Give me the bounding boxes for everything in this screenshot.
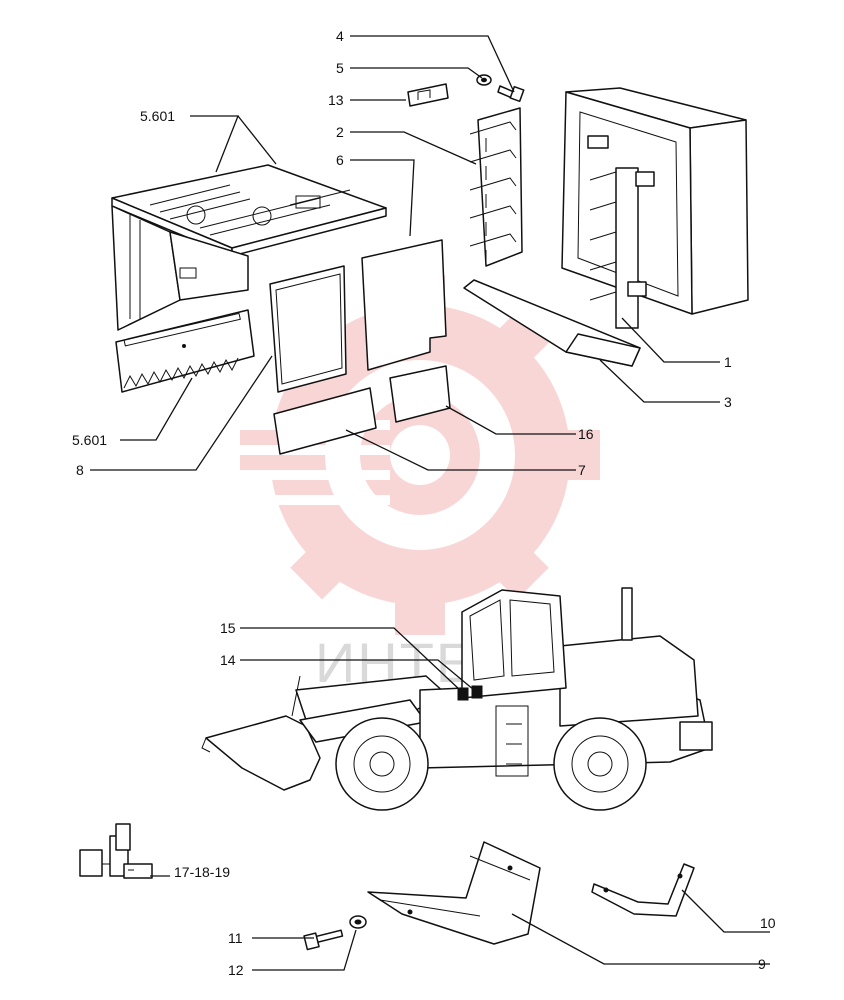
guard-plate-9 <box>367 841 541 945</box>
callout-8: 8 <box>76 462 84 478</box>
insulation-panel-8 <box>269 265 347 393</box>
wheel-loader <box>201 587 713 811</box>
callout-14: 14 <box>220 652 236 668</box>
terminal-strip <box>115 309 255 393</box>
callout-7: 7 <box>578 462 586 478</box>
callout-15: 15 <box>220 620 236 636</box>
callout-16: 16 <box>578 426 594 442</box>
callout-11: 11 <box>228 930 243 946</box>
callout-5601-top: 5.601 <box>140 108 175 124</box>
washer-12 <box>349 915 367 929</box>
callout-5: 5 <box>336 60 344 76</box>
callout-5601-bottom: 5.601 <box>72 432 107 448</box>
callout-2: 2 <box>336 124 344 140</box>
insulation-panel-6 <box>361 239 447 371</box>
insulation-panel-7 <box>273 387 377 455</box>
callout-4: 4 <box>336 28 344 44</box>
callout-1: 1 <box>724 354 732 370</box>
leader-lines <box>90 35 770 971</box>
screw-4 <box>497 85 525 103</box>
callout-3: 3 <box>724 394 732 410</box>
bracket-10 <box>591 863 695 917</box>
fuse-holder-rack <box>469 107 523 267</box>
relay-box <box>561 87 749 329</box>
fuse-box-cover <box>111 164 387 331</box>
bolt-11 <box>303 929 344 951</box>
callout-17-18-19: 17-18-19 <box>174 864 230 880</box>
fuse-set <box>79 823 153 879</box>
callout-13: 13 <box>328 92 344 108</box>
bracket-13 <box>407 83 449 107</box>
tapered-cover <box>463 279 641 367</box>
callout-10: 10 <box>760 915 776 931</box>
callout-12: 12 <box>228 962 244 978</box>
callout-labels: 4 5 13 5.601 2 6 1 3 16 5.601 7 8 15 14 … <box>72 28 776 978</box>
callout-6: 6 <box>336 152 344 168</box>
callout-9: 9 <box>758 956 766 972</box>
